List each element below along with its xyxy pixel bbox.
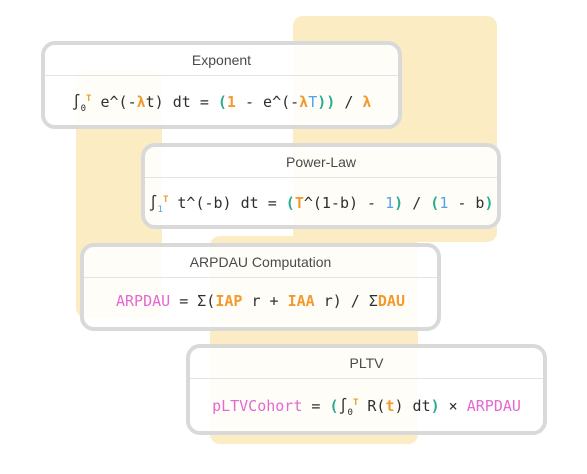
paren-close: ) (332, 292, 342, 310)
sigma-symbol: Σ (368, 292, 378, 310)
lower-limit: 1 (157, 205, 163, 215)
formula-text: ) dt (394, 397, 431, 415)
paren-close: ) (484, 194, 494, 212)
formula-text: r (314, 292, 333, 310)
exponent-formula: ∫0T e^(-λt) dt = (1 - e^(-λT)) / λ (45, 76, 398, 125)
upper-limit: T (86, 94, 92, 104)
formula-text: t^(-b) dt = (168, 194, 286, 212)
formula-variable: T (308, 93, 318, 111)
formula-variable: t (385, 397, 395, 415)
upper-limit: T (162, 195, 169, 205)
sigma-symbol: Σ( (197, 292, 216, 310)
lambda-symbol: λ (362, 93, 372, 111)
arpdau-formula: ARPDAU = Σ(IAP r + IAA r) / ΣDAU (84, 278, 437, 324)
integral-symbol: ∫ (148, 194, 158, 212)
formula-text: t) dt = (145, 93, 218, 111)
paren-close: ) (430, 397, 440, 415)
formula-number: 1 (385, 194, 395, 212)
arpdau-card: ARPDAU Computation ARPDAU = Σ(IAP r + IA… (80, 243, 441, 331)
formula-variable: IAA (287, 292, 315, 310)
formula-text: R( (358, 397, 386, 415)
lower-limit: 0 (80, 104, 87, 114)
paren-open: ( (285, 194, 295, 212)
paren-close: )) (317, 93, 336, 111)
formula-number: 1 (226, 93, 236, 111)
formula-text: - e^(- (235, 93, 300, 111)
card-title: Exponent (45, 45, 398, 76)
formula-variable: ARPDAU (116, 292, 171, 310)
formula-operator: = (170, 292, 198, 310)
card-title: PLTV (190, 348, 543, 379)
formula-operator: / (335, 93, 363, 111)
formula-variable: T (294, 194, 304, 212)
exponent-card: Exponent ∫0T e^(-λt) dt = (1 - e^(-λT)) … (41, 41, 402, 129)
paren-close: ) (394, 194, 404, 212)
formula-number: 1 (439, 194, 449, 212)
pltv-formula: pLTVCohort = (∫0T R(t) dt) × ARPDAU (190, 379, 543, 431)
pltv-card: PLTV pLTVCohort = (∫0T R(t) dt) × ARPDAU (186, 344, 547, 435)
card-title: ARPDAU Computation (84, 247, 437, 278)
formula-operator: × (439, 397, 467, 415)
card-title: Power-Law (145, 147, 497, 178)
formula-operator: / (341, 292, 369, 310)
formula-operator: / (403, 194, 431, 212)
upper-limit: T (352, 398, 359, 408)
formula-variable: IAP (215, 292, 243, 310)
paren-open: ( (430, 194, 440, 212)
formula-text: e^(- (91, 93, 137, 111)
integral-symbol: ∫ (71, 93, 81, 111)
lambda-symbol: λ (299, 93, 309, 111)
paren-open: ( (329, 397, 339, 415)
lambda-symbol: λ (136, 93, 146, 111)
paren-open: ( (217, 93, 227, 111)
lower-limit: 0 (347, 408, 353, 418)
formula-text: ^(1-b) - (303, 194, 386, 212)
formula-text: r + (242, 292, 288, 310)
formula-text: - b (448, 194, 485, 212)
power-law-formula: ∫1T t^(-b) dt = (T^(1-b) - 1) / (1 - b) (145, 178, 497, 225)
formula-variable: ARPDAU (466, 397, 521, 415)
integral-symbol: ∫ (338, 397, 348, 415)
formula-variable: pLTVCohort (212, 397, 303, 415)
formula-operator: = (302, 397, 330, 415)
formula-variable: DAU (377, 292, 405, 310)
power-law-card: Power-Law ∫1T t^(-b) dt = (T^(1-b) - 1) … (141, 143, 501, 229)
